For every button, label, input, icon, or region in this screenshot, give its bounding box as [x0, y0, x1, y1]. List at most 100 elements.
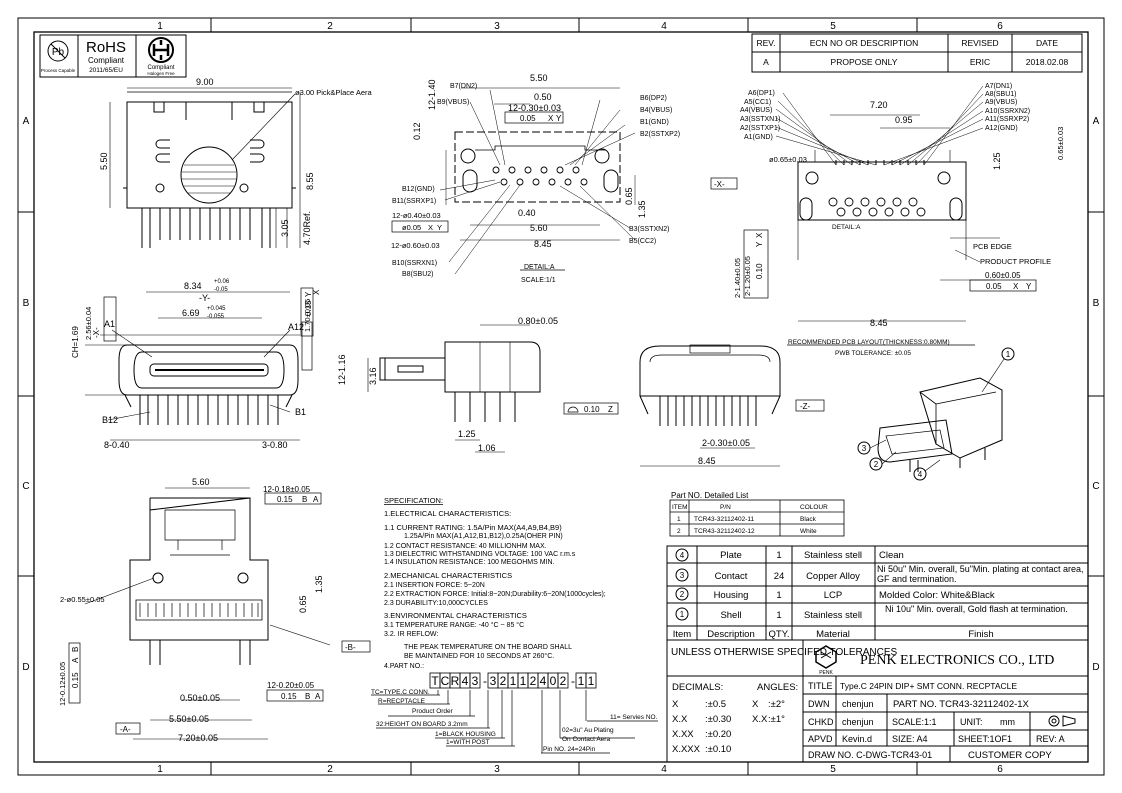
svg-text:2: 2	[677, 528, 681, 535]
row-label: A	[1093, 116, 1100, 127]
svg-text:B1(GND): B1(GND)	[640, 119, 669, 126]
svg-text:DWN: DWN	[808, 699, 830, 709]
svg-text:0.15: 0.15	[304, 300, 313, 316]
svg-text:1: 1	[677, 516, 681, 523]
svg-text:3.ENVIRONMENTAL CHARACTERIST: 3.ENVIRONMENTAL CHARACTERISTICS	[384, 611, 527, 620]
svg-text:2-1.40±0.05: 2-1.40±0.05	[733, 258, 742, 298]
svg-text:Description: Description	[707, 629, 755, 640]
svg-text:A10(SSRXN2): A10(SSRXN2)	[985, 108, 1030, 115]
svg-text:P/N: P/N	[720, 504, 731, 511]
inner-frame	[33, 31, 1089, 763]
svg-text:8.45: 8.45	[698, 456, 716, 466]
svg-text:12-1.40: 12-1.40	[427, 79, 437, 110]
svg-text:X: X	[752, 699, 759, 710]
svg-text:ANGLES:: ANGLES:	[757, 682, 798, 693]
part-code-char: -	[483, 674, 487, 688]
svg-text:Y: Y	[1026, 282, 1032, 291]
svg-text:0.15: 0.15	[281, 692, 297, 701]
svg-text:1: 1	[680, 610, 685, 619]
svg-text:A: A	[71, 657, 80, 663]
svg-text:PCB EDGE: PCB EDGE	[973, 242, 1012, 251]
svg-text:Copper Alloy: Copper Alloy	[806, 571, 860, 582]
bottom-view	[68, 487, 371, 740]
col-label: 4	[661, 764, 667, 775]
svg-text:TCR43-32112402-11: TCR43-32112402-11	[694, 516, 754, 523]
svg-text:B5(CC2): B5(CC2)	[629, 238, 656, 245]
svg-text:mm: mm	[1000, 717, 1015, 727]
svg-text::±1°: :±1°	[768, 714, 785, 725]
svg-text:0.15: 0.15	[71, 672, 80, 688]
svg-text:DETAIL:A: DETAIL:A	[832, 224, 861, 231]
svg-text::±0.10: :±0.10	[705, 744, 731, 755]
part-code-char: 1	[578, 674, 585, 688]
svg-text:0.12: 0.12	[412, 122, 422, 140]
svg-text:Y: Y	[437, 223, 442, 232]
svg-text:2: 2	[874, 460, 879, 469]
svg-text:1: 1	[776, 550, 781, 561]
svg-text:SHEET:1OF1: SHEET:1OF1	[958, 734, 1012, 744]
part-code-char: -	[571, 674, 575, 688]
svg-text:-B-: -B-	[345, 643, 356, 652]
svg-text:X: X	[548, 114, 554, 123]
row-label: A	[23, 116, 30, 127]
svg-text:1: 1	[776, 590, 781, 601]
svg-text:2-0.30±0.05: 2-0.30±0.05	[702, 438, 750, 448]
svg-text:UNIT:: UNIT:	[960, 717, 983, 727]
svg-text:B10(SSRXN1): B10(SSRXN1)	[392, 260, 437, 267]
pb-icon	[47, 40, 69, 62]
svg-text:4: 4	[680, 551, 685, 560]
col-label: 6	[997, 21, 1003, 32]
svg-text:+0.06: +0.06	[214, 279, 230, 285]
svg-text:1.35: 1.35	[637, 200, 647, 218]
svg-text:2-1.20±0.05: 2-1.20±0.05	[743, 256, 752, 296]
svg-text:SCALE:1:1: SCALE:1:1	[892, 717, 937, 727]
svg-text:5.50±0.05: 5.50±0.05	[169, 714, 209, 724]
svg-text:White: White	[800, 528, 817, 535]
side-view	[367, 324, 619, 453]
svg-text:0.10: 0.10	[584, 405, 600, 414]
svg-text:2.2 EXTRACTION FORCE: Initial:: 2.2 EXTRACTION FORCE: Initial:8~20N;Dura…	[384, 591, 606, 598]
svg-text:PENK: PENK	[819, 670, 833, 676]
col-label: 5	[830, 21, 836, 32]
svg-text:2.56±0.04: 2.56±0.04	[84, 307, 93, 340]
svg-text:REV.: REV.	[756, 38, 775, 48]
svg-text:Compliant: Compliant	[88, 56, 125, 65]
svg-text:A3(SSTXN1): A3(SSTXN1)	[740, 116, 780, 123]
svg-text:3.16: 3.16	[368, 367, 378, 385]
svg-text:X: X	[755, 232, 764, 238]
svg-text:THE PEAK TEMPERATURE ON THE BO: THE PEAK TEMPERATURE ON THE BOARD SHALL	[404, 644, 572, 651]
svg-text:B12(GND): B12(GND)	[402, 186, 435, 193]
title-block: UNLESS OTHERWISE SPECIFED TOLERANCES PEN…	[666, 639, 1089, 763]
svg-text:8.45: 8.45	[870, 318, 888, 328]
svg-text:0.10: 0.10	[755, 263, 764, 279]
svg-text:12-ø0.40±0.03: 12-ø0.40±0.03	[392, 211, 441, 220]
svg-text:8.34: 8.34	[184, 281, 202, 291]
svg-text:6.69: 6.69	[182, 308, 200, 318]
bom-table: 4 Plate 1 Stainless stell Clean 3 Contac…	[666, 545, 1089, 641]
svg-text:PENK ELECTRONICS CO., LTD: PENK ELECTRONICS CO., LTD	[860, 653, 1054, 668]
svg-text:2-ø0.55±0.05: 2-ø0.55±0.05	[60, 595, 105, 604]
svg-text:SCALE:1/1: SCALE:1/1	[521, 277, 556, 284]
svg-text:B1: B1	[295, 407, 306, 417]
svg-text:A8(SBU1): A8(SBU1)	[985, 91, 1017, 98]
svg-text:DRAW NO. C-DWG-TCR43-01: DRAW NO. C-DWG-TCR43-01	[808, 750, 932, 760]
svg-text:B2(SSTXP2): B2(SSTXP2)	[640, 131, 680, 138]
svg-text:0.65: 0.65	[298, 595, 308, 613]
part-code-char: 2	[500, 674, 507, 688]
svg-text:0.50±0.05: 0.50±0.05	[180, 693, 220, 703]
svg-text:LCP: LCP	[824, 590, 842, 601]
bom-finish-shell: Ni 10u" Min. overall, Gold flash at term…	[885, 604, 1068, 614]
col-label: 3	[494, 764, 500, 775]
svg-text:2011/65/EU: 2011/65/EU	[89, 67, 123, 74]
svg-text:A5(CC1): A5(CC1)	[744, 99, 771, 106]
svg-text:3.2. IR REFLOW:: 3.2. IR REFLOW:	[384, 631, 438, 638]
svg-text:ITEM: ITEM	[672, 504, 688, 511]
top-view	[109, 87, 301, 248]
svg-text:2.MECHANICAL CHARACTERISTICS: 2.MECHANICAL CHARACTERISTICS	[384, 571, 512, 580]
svg-text:Item: Item	[673, 629, 692, 640]
col-label: 2	[327, 21, 333, 32]
svg-text:0.40: 0.40	[518, 208, 536, 218]
svg-text:Y: Y	[556, 114, 562, 123]
